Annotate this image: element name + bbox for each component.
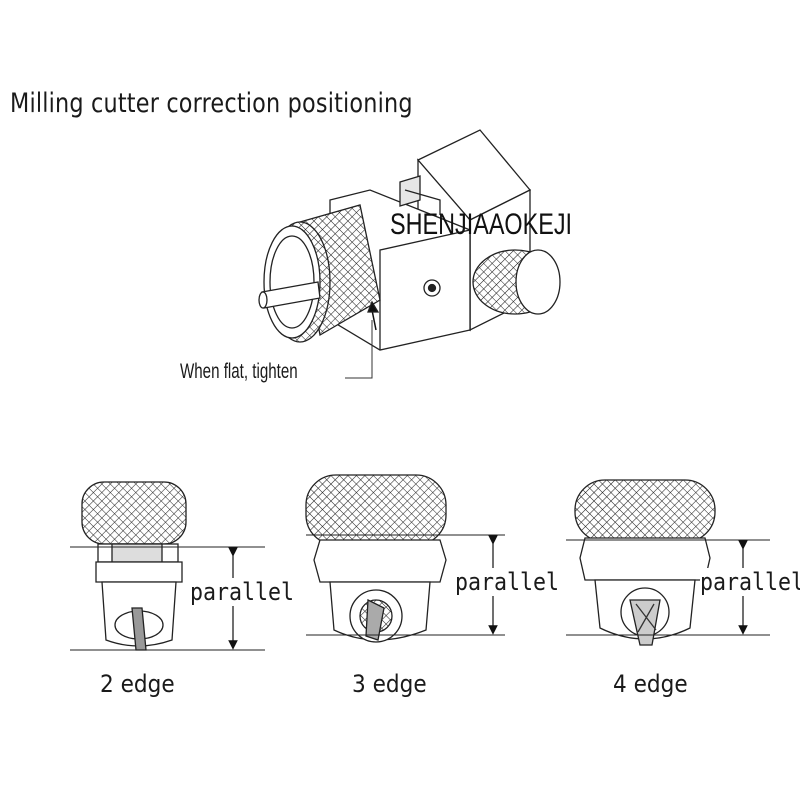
parallel-label-4-edge: parallel: [700, 568, 800, 596]
edge-label-3: 3 edge: [352, 670, 427, 698]
parallel-label-3-edge: parallel: [455, 568, 560, 596]
cutter-view-2-edge: [70, 481, 265, 651]
fixture-illustration: [258, 129, 561, 379]
edge-label-4: 4 edge: [613, 670, 688, 698]
watermark-text: SHENJIAAOKEJI: [390, 208, 573, 241]
cutter-view-3-edge: [305, 474, 505, 643]
parallel-label-2-edge: parallel: [190, 578, 295, 606]
edge-label-2: 2 edge: [100, 670, 175, 698]
cutter-view-4-edge: [566, 479, 770, 646]
callout-label: When flat, tighten: [180, 360, 298, 383]
page-title: Milling cutter correction positioning: [10, 88, 413, 119]
